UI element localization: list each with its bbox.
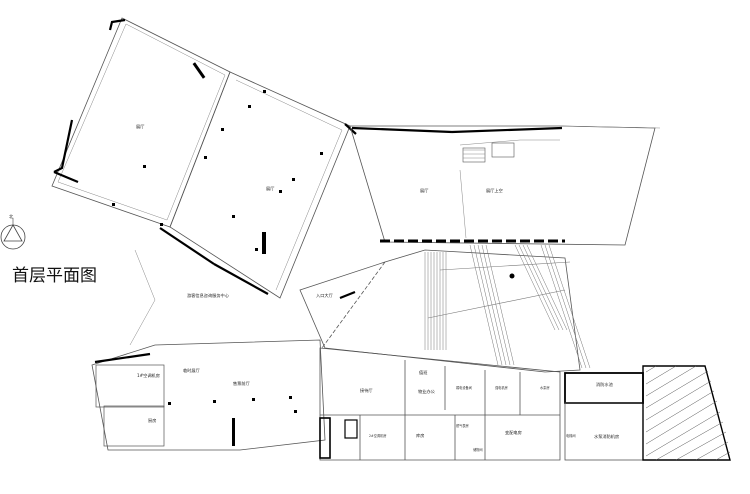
- room-label-utility: 储物间: [473, 447, 483, 452]
- room-label-exhibition-upper: 展厅: [136, 124, 144, 130]
- room-label-strong-current: 强电机房: [495, 385, 508, 390]
- north-label: 北: [9, 213, 14, 220]
- west-lower-block: [91, 339, 326, 451]
- room-label-elevator: 电梯间: [566, 433, 576, 438]
- room-label-lobby: 入口大厅: [316, 292, 333, 299]
- room-label-hvac-2: 2#空调机房: [369, 433, 386, 438]
- upper-exhibition-block: [51, 17, 231, 228]
- room-label-weak-current: 弱电设备间: [456, 385, 472, 390]
- north-arrow-icon: 北: [0, 213, 26, 250]
- room-label-fire-pool: 消防水池: [596, 381, 614, 388]
- room-label-ticket-hall: 售票前厅: [233, 380, 250, 387]
- room-label-exhibition-void: 展厅上空: [486, 187, 503, 194]
- room-label-temp-exhibition: 临时展厅: [183, 367, 200, 374]
- room-label-property-office: 物业办公: [418, 388, 436, 395]
- room-labels: 展厅 展厅 展厅 展厅上空 游客信息咨询服务中心 入口大厅 临时展厅 售票前厅 …: [136, 124, 619, 452]
- room-label-water-room: 水泵房: [540, 385, 550, 390]
- room-label-exhibition-east: 展厅: [420, 188, 428, 194]
- main-exhibition-block: [169, 71, 357, 299]
- service-strip: [319, 347, 731, 461]
- room-label-exhibition-main: 展厅: [266, 186, 274, 192]
- room-label-office: 值班: [419, 369, 427, 376]
- east-exhibition-block: [349, 125, 656, 246]
- room-label-storage: 库房: [416, 432, 424, 439]
- room-label-service-center: 游客信息咨询服务中心: [187, 292, 230, 299]
- connector-walls: [129, 125, 661, 346]
- room-label-hvac-1: 1#空调机房: [137, 372, 160, 379]
- lobby-block: [299, 244, 591, 373]
- room-label-kitchen: 厨房: [148, 417, 156, 424]
- room-label-gas-meter: 燃气表房: [456, 423, 469, 428]
- drawing-title: 首层平面图: [12, 266, 97, 286]
- room-label-reception: 接待厅: [360, 387, 373, 394]
- room-label-fire-room: 水泵消防机房: [594, 433, 619, 440]
- room-label-power-room: 变配电房: [505, 429, 522, 436]
